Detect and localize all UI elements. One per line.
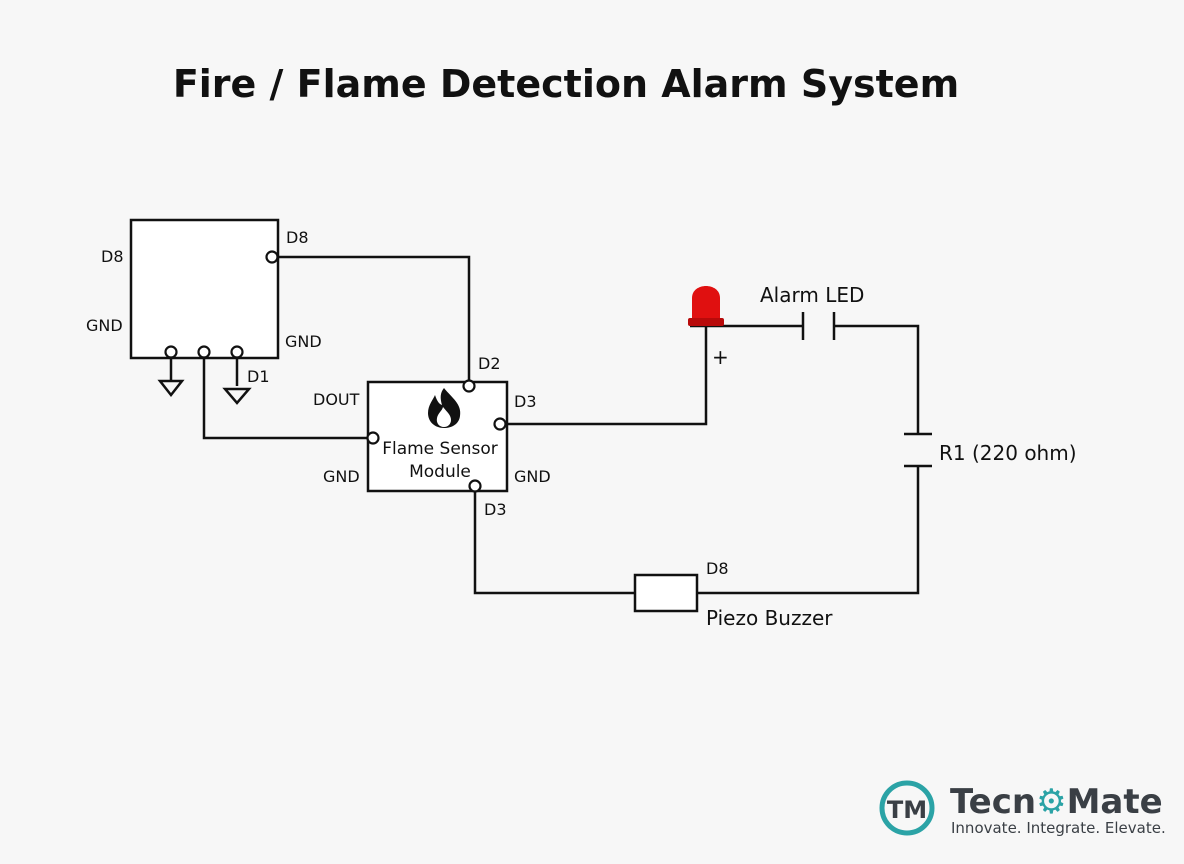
sensor-body xyxy=(366,380,509,493)
controller-pin-signal xyxy=(197,345,211,359)
wires xyxy=(169,255,920,595)
sensor-label-gnd-left: GND xyxy=(323,467,360,486)
led-polarity-label: + xyxy=(712,345,729,369)
ground-symbol-right xyxy=(222,387,252,405)
logo-gear-icon: ⚙ xyxy=(1036,782,1066,822)
sensor-pin-d3 xyxy=(493,417,507,431)
logo-name-part1: Tecn xyxy=(950,782,1036,822)
controller-label-gnd-right: GND xyxy=(285,332,322,351)
flame-sensor-module: Flame Sensor Module D2 DOUT D3 GND GND D… xyxy=(313,354,551,519)
wire-controller-to-dout xyxy=(202,357,369,440)
sensor-label-d2: D2 xyxy=(478,354,501,373)
logo-mark-text: TM xyxy=(887,796,927,824)
sensor-name-line2: Module xyxy=(409,462,471,482)
resistor-r1: R1 (220 ohm) xyxy=(904,418,1077,482)
sensor-pin-d2 xyxy=(462,379,476,393)
sensor-label-d3-bottom: D3 xyxy=(484,500,507,519)
led-dome xyxy=(692,286,720,322)
logo-mark-ring xyxy=(879,780,935,836)
sensor-pin-d3-bottom xyxy=(468,479,482,493)
sensor-label-dout: DOUT xyxy=(313,390,360,409)
controller-pin-d1 xyxy=(230,345,244,359)
red-led: + xyxy=(688,286,729,369)
logo-tagline: Innovate. Integrate. Elevate. xyxy=(951,819,1166,837)
ground-symbol-left xyxy=(157,379,185,398)
sensor-label-gnd-right: GND xyxy=(514,467,551,486)
resistor-label: R1 (220 ohm) xyxy=(939,441,1077,465)
sensor-pin-dout xyxy=(366,431,380,445)
controller-label-gnd-left: GND xyxy=(86,316,123,335)
tecnomate-logo: TM Tecn⚙Mate Innovate. Integrate. Elevat… xyxy=(879,780,1166,837)
sensor-label-d3-right: D3 xyxy=(514,392,537,411)
controller-label-d8-left: D8 xyxy=(101,247,124,266)
buzzer-pin-label: D8 xyxy=(706,559,729,578)
logo-name: Tecn⚙Mate xyxy=(950,782,1163,822)
alarm-led-symbol: Alarm LED xyxy=(760,283,864,340)
controller-body xyxy=(129,218,280,360)
diagram-title: Fire / Flame Detection Alarm System xyxy=(173,62,959,106)
piezo-buzzer: D8 Piezo Buzzer xyxy=(633,559,833,630)
led-base xyxy=(688,318,724,326)
sensor-name-line1: Flame Sensor xyxy=(382,439,498,459)
controller-label-d1: D1 xyxy=(247,367,270,386)
flame-icon xyxy=(428,388,461,428)
wire-resistor-to-buzzer xyxy=(697,482,920,595)
controller-label-d8-right: D8 xyxy=(286,228,309,247)
wire-sensor-to-buzzer xyxy=(473,491,635,595)
wire-alarm-to-rail xyxy=(835,324,920,418)
buzzer-label: Piezo Buzzer xyxy=(706,606,833,630)
controller-board: D8 GND D8 GND D1 xyxy=(86,218,322,386)
alarm-led-label: Alarm LED xyxy=(760,283,864,307)
buzzer-body xyxy=(633,573,699,613)
wire-d8-to-d2 xyxy=(276,255,471,383)
controller-pin-d8 xyxy=(265,250,279,264)
controller-pin-gnd-1 xyxy=(164,345,178,359)
wire-d3-to-led xyxy=(504,326,708,426)
logo-name-part2: Mate xyxy=(1067,782,1163,822)
